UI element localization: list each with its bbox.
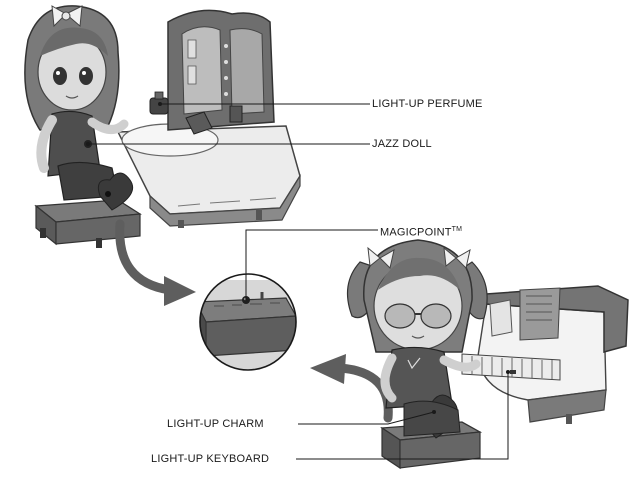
- move-arrow-right-icon: [115, 219, 196, 306]
- keyboard-leader: [296, 372, 509, 460]
- label-light-up-keyboard: LIGHT-UP KEYBOARD: [151, 453, 270, 465]
- charm-leader: [298, 411, 435, 425]
- label-magicpoint-text: MAGICPOINT: [380, 226, 452, 239]
- jazz-doll: [24, 5, 134, 211]
- label-light-up-charm: LIGHT-UP CHARM: [167, 418, 264, 430]
- callout-dots: [86, 102, 510, 414]
- label-jazz-doll: JAZZ DOLL: [372, 138, 432, 150]
- piano-playset: [461, 285, 629, 424]
- move-arrow-left-icon: [310, 354, 393, 423]
- magicpoint-zoom-detail: [199, 273, 297, 371]
- magicpoint-leader: [245, 229, 378, 300]
- label-light-up-perfume: LIGHT-UP PERFUME: [372, 98, 483, 110]
- piano-doll: [346, 239, 488, 439]
- label-magicpoint: MAGICPOINTTM: [380, 223, 462, 240]
- callout-lines: [88, 103, 509, 460]
- vanity-playset: [116, 9, 301, 228]
- trademark-mark: TM: [451, 226, 463, 233]
